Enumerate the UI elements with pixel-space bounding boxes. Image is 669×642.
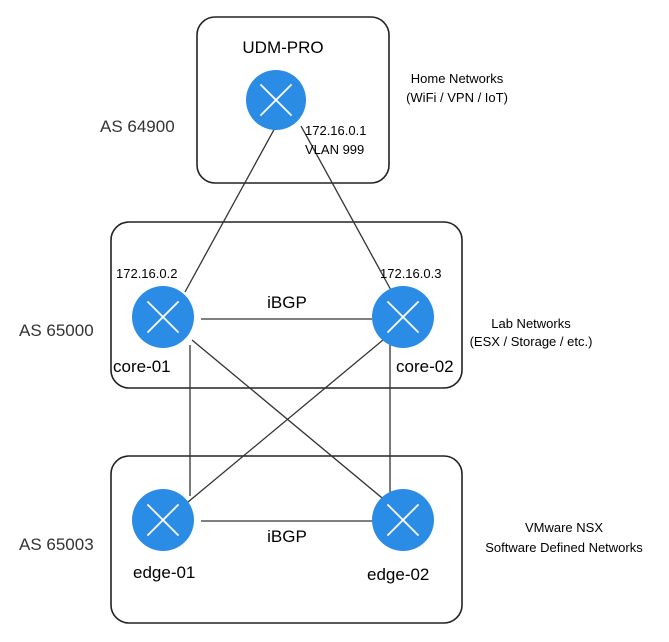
router-core-02[interactable] bbox=[372, 286, 434, 348]
as65003-label: AS 65003 bbox=[19, 535, 94, 554]
as65000-group-box bbox=[110, 221, 463, 389]
edge02-name-label: edge-02 bbox=[367, 565, 429, 584]
as65003-group-box bbox=[110, 455, 463, 624]
home-networks-title: Home Networks bbox=[411, 71, 504, 86]
router-icon bbox=[387, 504, 419, 536]
udm-name-label: UDM-PRO bbox=[242, 38, 323, 57]
lab-networks-title: Lab Networks bbox=[491, 316, 571, 331]
as64900-label: AS 64900 bbox=[100, 117, 175, 136]
router-icon bbox=[260, 84, 292, 116]
core01-ip-label: 172.16.0.2 bbox=[116, 266, 177, 281]
router-icon bbox=[387, 301, 419, 333]
link-udm-core02 bbox=[300, 125, 393, 293]
edge-ibgp-label: iBGP bbox=[267, 527, 307, 546]
link-udm-core01 bbox=[184, 125, 277, 293]
core-ibgp-label: iBGP bbox=[267, 293, 307, 312]
core02-ip-label: 172.16.0.3 bbox=[380, 266, 441, 281]
link-core02-edge01 bbox=[187, 339, 384, 503]
home-networks-subtitle: (WiFi / VPN / IoT) bbox=[406, 90, 508, 105]
core01-name-label: core-01 bbox=[113, 357, 171, 376]
edge01-name-label: edge-01 bbox=[133, 563, 195, 582]
nsx-title: VMware NSX bbox=[525, 520, 603, 535]
udm-ip-label: 172.16.0.1 bbox=[305, 123, 366, 138]
router-edge-02[interactable] bbox=[372, 489, 434, 551]
nsx-subtitle: Software Defined Networks bbox=[485, 540, 643, 555]
router-core-01[interactable] bbox=[132, 286, 194, 348]
router-edge-01[interactable] bbox=[132, 489, 194, 551]
core02-name-label: core-02 bbox=[396, 357, 454, 376]
lab-networks-subtitle: (ESX / Storage / etc.) bbox=[470, 334, 593, 349]
udm-vlan-label: VLAN 999 bbox=[305, 142, 364, 157]
router-icon bbox=[147, 301, 179, 333]
as65000-label: AS 65000 bbox=[19, 321, 94, 340]
router-udm-pro[interactable] bbox=[246, 70, 306, 130]
as64900-group-box bbox=[196, 16, 390, 184]
link-core01-edge02 bbox=[191, 339, 388, 503]
router-icon bbox=[147, 504, 179, 536]
